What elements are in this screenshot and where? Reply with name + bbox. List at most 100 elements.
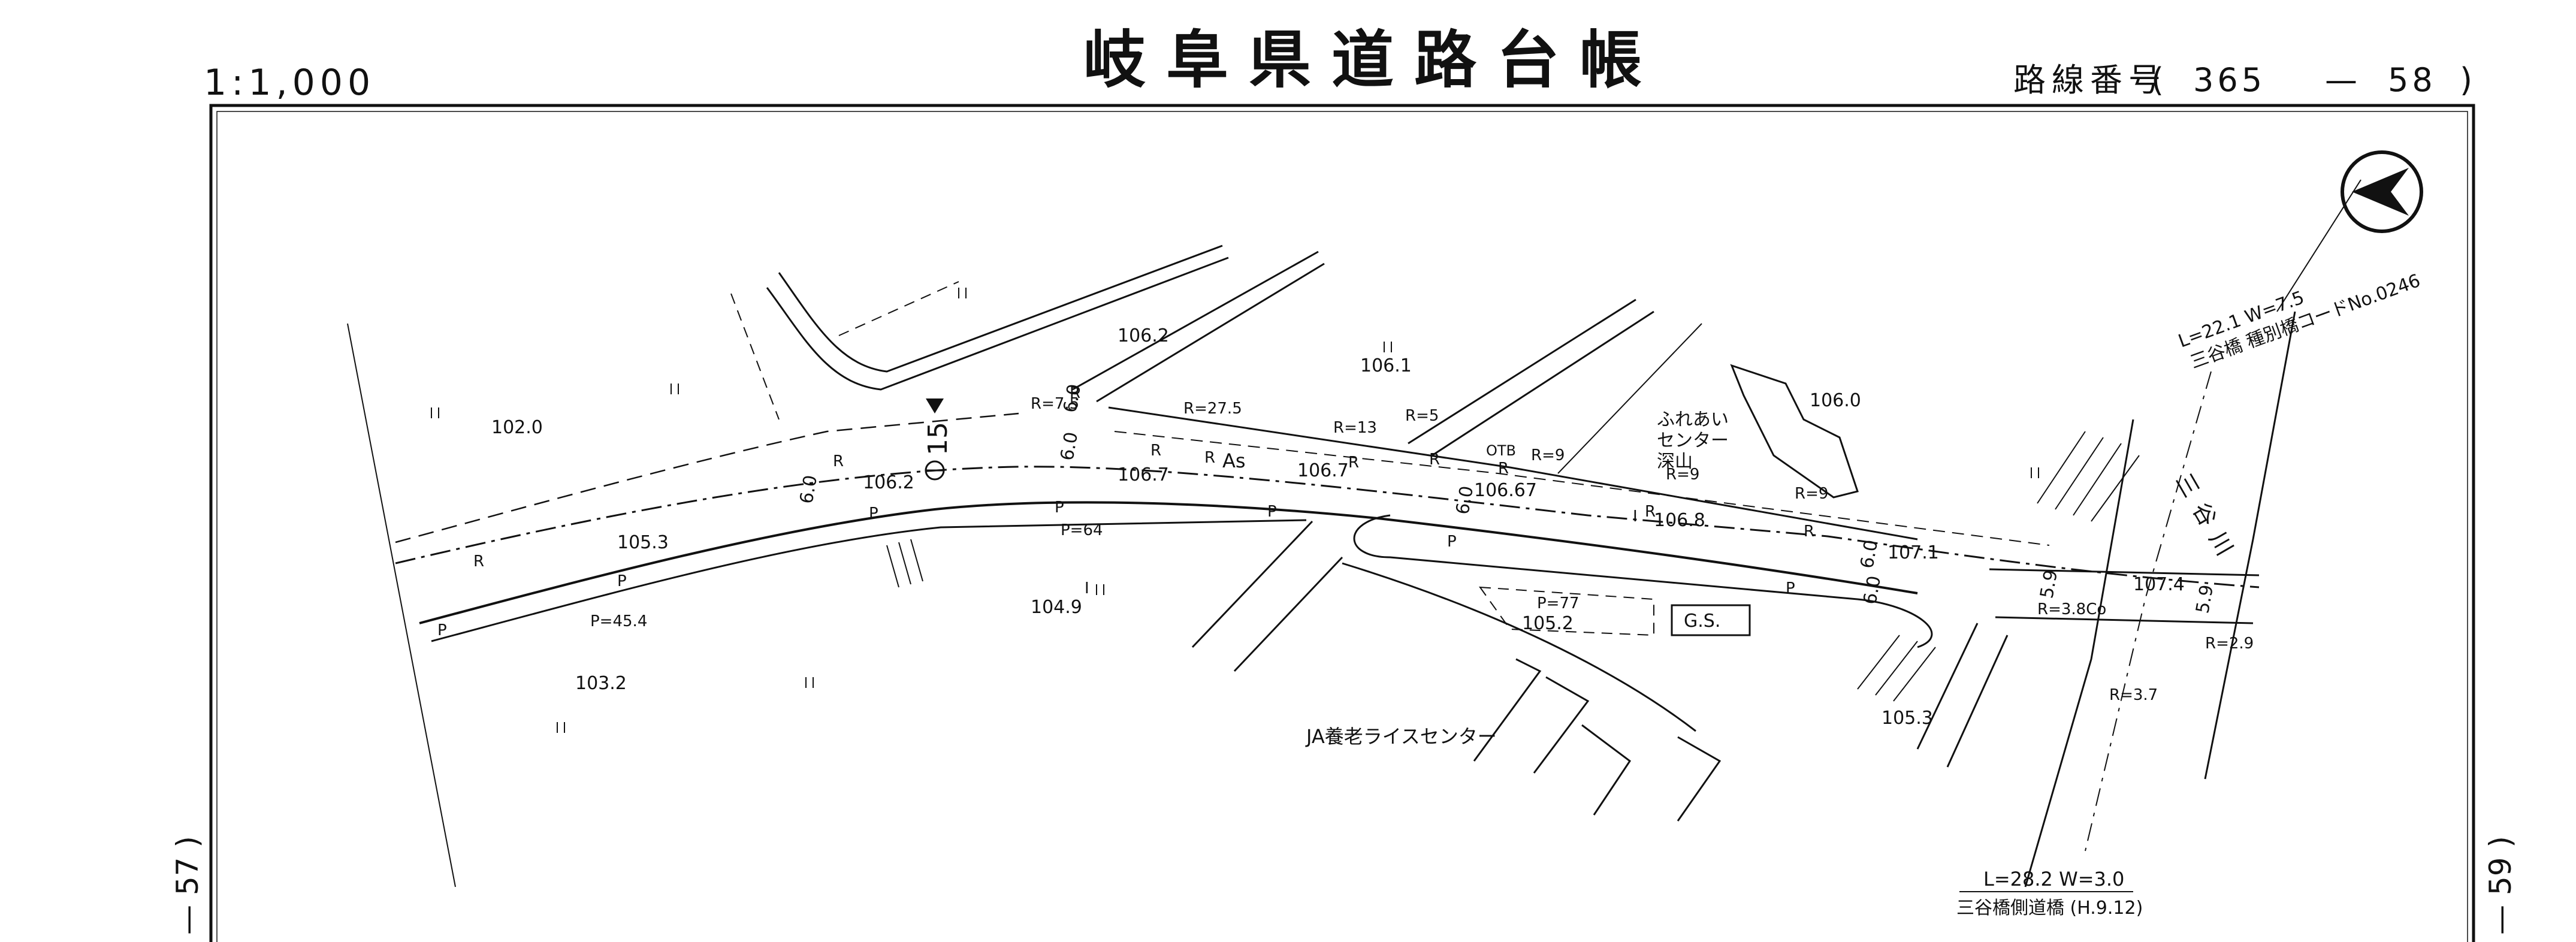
marker-p: P	[437, 621, 447, 639]
road-width-labels: 6.0 6.0 6.0 6.0 6.0 5.9 5.9 6.0	[796, 382, 2218, 615]
elevation-label: 106.7	[1118, 464, 1169, 485]
marker-as: As	[1222, 449, 1246, 472]
elevation-labels: 102.0 106.2 106.2 106.1 106.0 106.7 106.…	[491, 325, 2185, 729]
elevation-label: 106.67	[1474, 480, 1537, 501]
route-number-open: (	[2151, 61, 2164, 99]
parcel-line-4	[1478, 586, 1654, 636]
diagonal-road-3	[1408, 298, 1636, 445]
adjacent-sheet-right: — 59 )	[2483, 836, 2518, 935]
fureai-center-line1: ふれあい	[1657, 409, 1729, 430]
radius-label: R=7.5	[1031, 395, 1079, 413]
elevation-label: 105.3	[1882, 708, 1933, 729]
field-marks	[431, 288, 2039, 733]
fureai-center-line3: 深山	[1657, 451, 1693, 472]
road-network	[347, 179, 2361, 887]
width-label: 6.0	[1056, 430, 1082, 462]
traffic-island	[1353, 514, 1933, 648]
marker-r: R	[833, 452, 844, 470]
marker-r: R	[1070, 384, 1080, 402]
marker-r: R	[1348, 454, 1359, 472]
route-number-dash: —	[2325, 61, 2357, 99]
width-label: 6.0	[1859, 574, 1885, 606]
route-number-main: 365	[2193, 61, 2266, 99]
river-label: 三谷川	[2170, 469, 2243, 570]
pavement-label: P=45.4	[590, 612, 647, 630]
marker-r: R	[1498, 460, 1509, 478]
width-label: 6.0	[796, 473, 822, 505]
marker-p: P	[869, 505, 878, 523]
radius-label: R=9	[1666, 466, 1699, 484]
elevation-label: 106.8	[1654, 510, 1705, 531]
marker-r: R	[1804, 523, 1814, 541]
marker-i: I	[1633, 508, 1638, 526]
marker-p: P	[1786, 579, 1795, 597]
pavement-label: P=64	[1061, 521, 1103, 539]
elevation-label: 105.2	[1522, 613, 1574, 634]
parcel-line-3	[838, 281, 959, 336]
south-branch-west	[1191, 520, 1313, 648]
fureai-building	[1730, 364, 1859, 499]
distance-post-number: 15	[923, 422, 953, 455]
bridge-bottom-dims: L=28.2 W=3.0	[1983, 868, 2124, 890]
river-bank-east	[2204, 311, 2296, 780]
diagonal-road-1	[1072, 250, 1319, 391]
pavement-labels: P=45.4 P=64 P=77	[590, 521, 1580, 630]
facility-labels: ふれあい センター 深山 G.S. JA養老ライスセンター OTB	[1305, 409, 1751, 748]
width-label: 6.0	[1856, 538, 1882, 570]
frontage-line	[1108, 406, 1918, 541]
bridge-deck-north	[1989, 568, 2260, 576]
marker-p: P	[1267, 503, 1277, 521]
width-label: 5.9	[2192, 583, 2218, 615]
otb-label: OTB	[1486, 442, 1516, 459]
marker-i: I	[1085, 579, 1089, 597]
south-branch-east	[1233, 556, 1343, 672]
bridge-bottom-name: 三谷橋側道橋 (H.9.12)	[1956, 898, 2143, 919]
side-road-curve-a	[766, 256, 1229, 391]
scale-label: 1:1,000	[204, 62, 375, 104]
elevation-label: 102.0	[491, 417, 543, 438]
radius-label: R=27.5	[1183, 400, 1242, 418]
route-number-label: 路線番号	[2013, 61, 2167, 99]
diagonal-road-2	[1096, 262, 1325, 403]
side-bridge	[1916, 623, 2009, 768]
parcel-line-2	[730, 293, 780, 420]
side-road-curve-b	[778, 244, 1223, 373]
route-number-close: )	[2460, 61, 2472, 99]
elevation-label: 106.2	[863, 472, 914, 493]
main-road-north-edge	[395, 466, 2260, 588]
marker-r: R	[1645, 503, 1656, 521]
width-label: 6.0	[1059, 382, 1085, 414]
elevation-label: 106.0	[1810, 390, 1861, 411]
radius-label: R=9	[1531, 446, 1565, 464]
river-bank-west	[2024, 419, 2134, 887]
ja-rice-center-label: JA養老ライスセンター	[1305, 725, 1497, 748]
diagonal-road-5	[1557, 323, 1702, 474]
parcel-line-5	[2276, 179, 2361, 312]
ja-building-outline	[1473, 658, 1722, 822]
old-road-dashed	[395, 412, 1019, 544]
main-road-south-edge-b	[431, 519, 1307, 642]
radius-label: R=13	[1333, 419, 1377, 437]
gas-station-box	[1671, 604, 1751, 636]
elevation-label: 106.7	[1297, 460, 1349, 481]
marker-p: P	[617, 572, 627, 590]
map-frame-inner	[216, 111, 2468, 942]
elevation-label: 107.1	[1888, 542, 1939, 563]
radius-label: R=2.9	[2205, 635, 2254, 653]
sheet-title: 岐阜県道路台帳	[1083, 23, 1662, 96]
width-label: 5.9	[2036, 568, 2062, 600]
elevation-label: 107.4	[2133, 574, 2185, 595]
distance-post-marker: 15	[923, 398, 953, 481]
curve-radius-labels: R=7.5 R=27.5 R=13 R=5 R=9 R=9 R=9 R=3.8C…	[1031, 395, 2254, 704]
route-number-sub: 58	[2388, 61, 2436, 99]
south-branch-road-edge	[1342, 562, 1696, 732]
adjacent-sheet-left: — 57 )	[170, 836, 205, 935]
route-number: 路線番号 ( 365 — 58 )	[2013, 61, 2472, 99]
marker-r: R	[1204, 449, 1215, 467]
frontage-line-dashed	[1114, 431, 2050, 546]
marker-p: P	[1055, 499, 1064, 517]
parcel-line-1	[347, 323, 456, 887]
map-frame	[209, 104, 2475, 942]
main-road-south-edge	[419, 501, 1918, 624]
